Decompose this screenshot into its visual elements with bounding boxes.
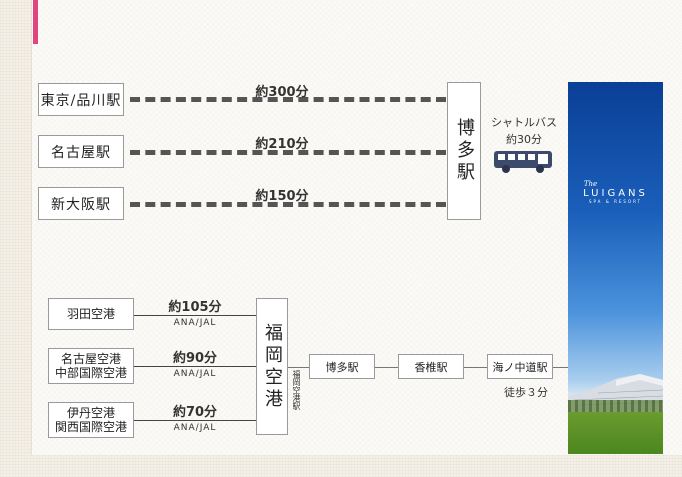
origin-label: 新大阪駅	[51, 196, 111, 213]
hakata-station-box: 博多駅	[447, 82, 481, 220]
bus-icon	[493, 150, 553, 174]
hotel-logo-the: The	[583, 180, 598, 188]
hotel-trees	[568, 400, 663, 414]
hotel-photo: The LUIGANS SPA & RESORT	[568, 82, 663, 454]
hotel-lawn	[568, 412, 663, 454]
airline-label: ANA/JAL	[173, 318, 217, 328]
origin-shinosaka-box: 新大阪駅	[38, 187, 124, 220]
accent-bar	[33, 0, 38, 44]
hotel-logo-name: LUIGANS	[583, 188, 648, 199]
airline-label: ANA/JAL	[173, 423, 217, 433]
hotel-logo: The LUIGANS SPA & RESORT	[568, 180, 663, 204]
walk-time: 徒歩３分	[504, 386, 548, 399]
shuttle-label: シャトルバス	[491, 116, 557, 129]
rail-route-line	[130, 150, 446, 155]
rail-time-label: 約150分	[255, 189, 309, 204]
origin-label: 東京/品川駅	[40, 92, 122, 109]
air-route-line	[134, 366, 256, 367]
air-time-label: 約70分	[172, 405, 218, 420]
origin-haneda-box: 羽田空港	[48, 298, 134, 330]
air-route-line	[134, 420, 256, 421]
fukuoka-airport-station-caption: 福岡空港駅	[292, 370, 301, 410]
fukuoka-airport-box: 福岡空港	[256, 298, 288, 435]
air-route-line	[134, 315, 256, 316]
shuttle-time: 約30分	[506, 133, 542, 146]
origin-nagoya-box: 名古屋駅	[38, 135, 124, 168]
route-station-uminonakamichi: 海ノ中道駅	[487, 354, 553, 379]
route-station-hakata: 博多駅	[309, 354, 375, 379]
origin-label: 名古屋駅	[51, 144, 111, 161]
airline-label: ANA/JAL	[173, 369, 217, 379]
air-time-label: 約105分	[168, 300, 222, 315]
origin-line1: 羽田空港	[66, 307, 115, 321]
hotel-logo-sub: SPA & RESORT	[588, 199, 643, 204]
origin-kansai-box: 伊丹空港関西国際空港	[48, 402, 134, 438]
rail-route-line	[130, 202, 446, 207]
rail-route-line	[130, 97, 446, 102]
origin-line1: 伊丹空港	[66, 406, 115, 420]
route-station-kashii: 香椎駅	[398, 354, 464, 379]
origin-tokyo-box: 東京/品川駅	[38, 83, 124, 116]
origin-line1: 名古屋空港	[60, 352, 121, 366]
air-time-label: 約90分	[172, 351, 218, 366]
rail-time-label: 約300分	[255, 85, 309, 100]
origin-line2: 関西国際空港	[54, 420, 127, 434]
origin-line2: 中部国際空港	[54, 366, 127, 380]
rail-time-label: 約210分	[255, 137, 309, 152]
origin-chubu-box: 名古屋空港中部国際空港	[48, 348, 134, 384]
